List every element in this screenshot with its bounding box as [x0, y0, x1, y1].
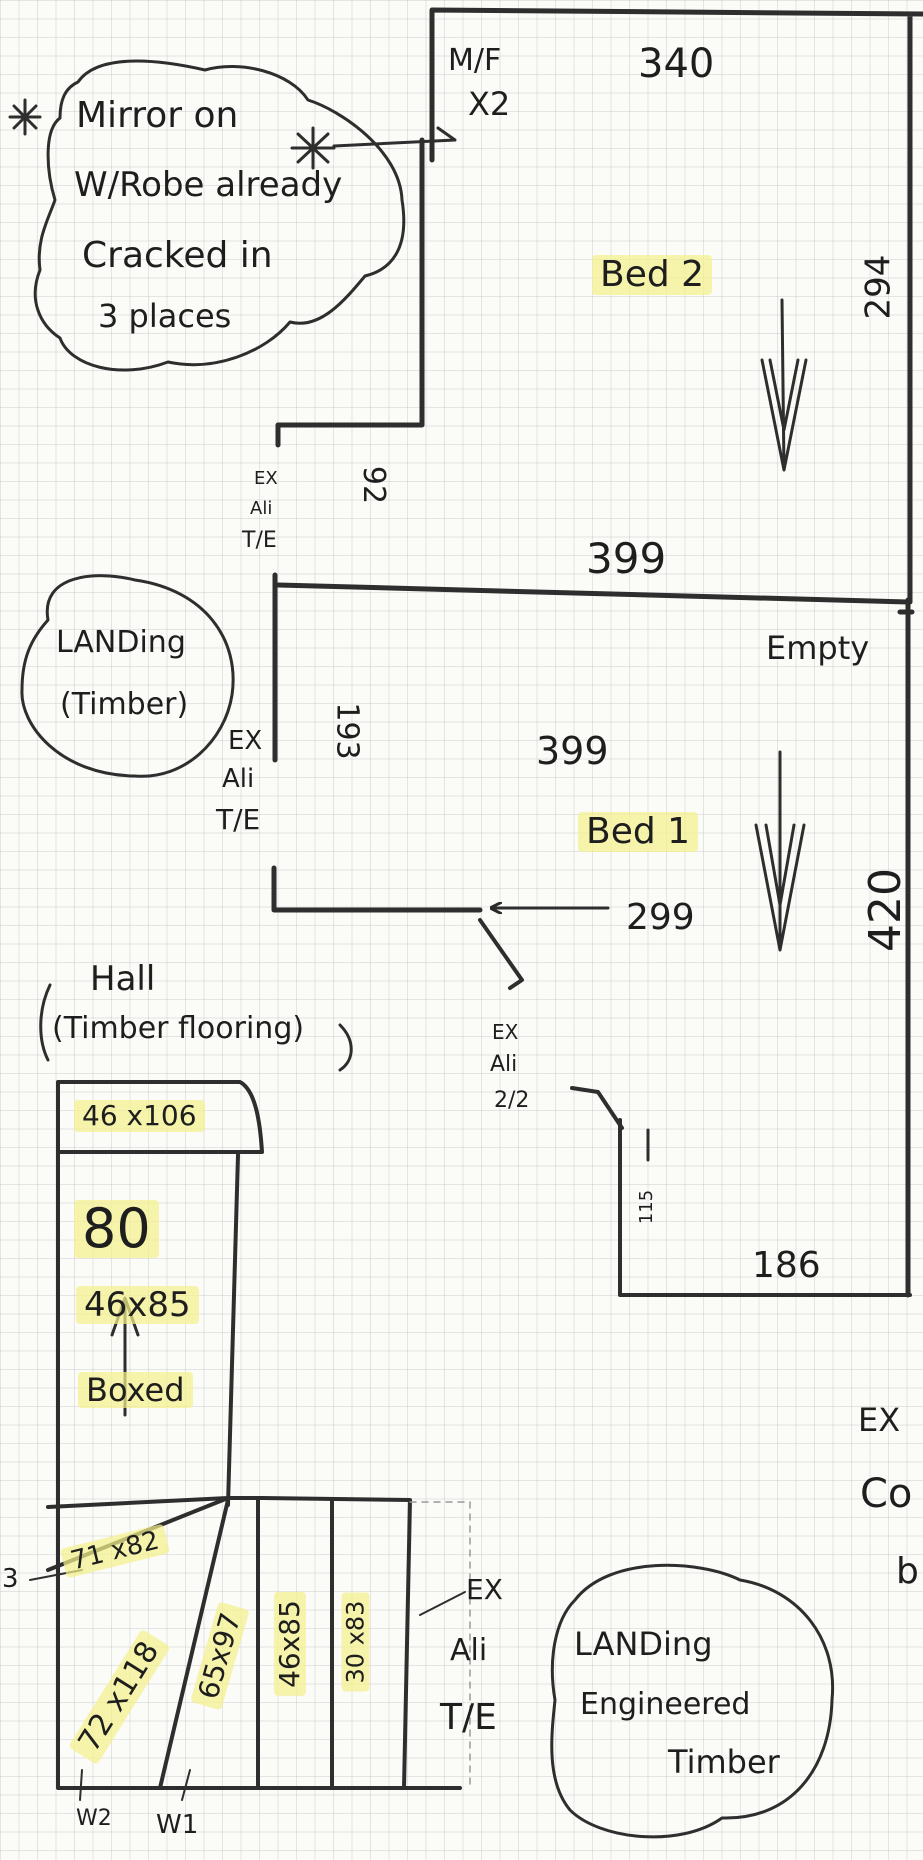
landing-trim-leader — [419, 1591, 466, 1616]
landing-timber-outline — [20, 574, 235, 778]
trim-stair-te: T/E — [440, 1697, 497, 1738]
landing-dashed-edge — [409, 1501, 471, 1789]
trim-stair-ali: Ali — [450, 1633, 488, 1668]
bed1-wall-left: 193 — [329, 702, 365, 760]
bed1-height-right: 420 — [859, 868, 911, 952]
edge-text-co: Co — [860, 1471, 913, 1517]
trim-upper-ex: EX — [254, 468, 278, 489]
note-line-3: Cracked in — [82, 235, 273, 276]
bed2-wall-outline — [275, 7, 923, 605]
note-cloud-outline — [33, 59, 406, 372]
bed1-status: Empty — [766, 629, 870, 667]
stair-top-tread: 46 x106 — [74, 1100, 205, 1132]
winder-w2-label: W2 — [76, 1806, 112, 1831]
edge-text-ex: EX — [858, 1401, 901, 1439]
bed1-step-small: 115 — [636, 1189, 658, 1225]
trim-stair-ex: EX — [466, 1573, 503, 1606]
bed1-bottom-wall — [618, 1118, 912, 1297]
bed1-direction-arrow — [754, 750, 806, 952]
stair-tread-right: 30 x83 — [341, 1592, 370, 1692]
hall-subtitle: (Timber flooring) — [52, 1011, 305, 1046]
bed1-top-wall — [275, 582, 911, 605]
landing-eng-line1: LANDing — [574, 1625, 713, 1663]
bed1-left-wall — [271, 572, 483, 913]
bed1-right-wall — [897, 597, 915, 1298]
winder-w2-leader — [79, 1769, 83, 1801]
trim-upper-ali: Ali — [250, 498, 273, 519]
door-swing — [478, 918, 524, 990]
bed2-name: Bed 2 — [592, 255, 713, 295]
stair-right-stringer — [46, 1153, 412, 1790]
trim-22-value: 2/2 — [494, 1088, 530, 1113]
stair-count: 80 — [74, 1200, 159, 1258]
edge-number: 3 — [2, 1564, 19, 1594]
trim-lower-ex: EX — [228, 726, 263, 756]
bed2-direction-arrow — [760, 298, 808, 472]
edge-text-b: b — [896, 1551, 919, 1592]
winder-lines — [158, 1498, 334, 1790]
bed2-width-top: 340 — [638, 41, 715, 87]
trim-22-ex: EX — [492, 1020, 519, 1044]
landing-timber-line2: (Timber) — [60, 687, 189, 722]
landing-eng-line3: Timber — [668, 1743, 780, 1781]
note-line-4: 3 places — [98, 297, 232, 335]
winder-w1-label: W1 — [156, 1810, 199, 1840]
trim-lower-ali: Ali — [222, 764, 255, 794]
mirror-asterisk-right — [290, 126, 336, 170]
bed2-mf-label: M/F — [448, 43, 502, 78]
hall-title: Hall — [90, 959, 156, 999]
door-swing-2 — [570, 1086, 624, 1130]
note-line-1: Mirror on — [76, 95, 239, 136]
trim-upper-te: T/E — [242, 528, 277, 553]
landing-eng-line2: Engineered — [580, 1687, 751, 1722]
bed2-width-bottom: 399 — [586, 534, 667, 583]
trim-lower-te: T/E — [216, 803, 261, 836]
bed1-width-top: 399 — [536, 729, 609, 773]
trim-22-ali: Ali — [490, 1052, 518, 1077]
landing-engineered-outline — [550, 1563, 835, 1839]
bed1-door-width: 299 — [626, 897, 695, 938]
bed2-wall-left: 92 — [356, 465, 392, 505]
bed1-name: Bed 1 — [578, 812, 699, 852]
stair-tread-size: 46x85 — [76, 1286, 199, 1324]
note-line-2: W/Robe already — [74, 165, 343, 205]
mirror-asterisk-left — [8, 98, 42, 136]
bed2-mf-count: X2 — [468, 85, 511, 123]
hall-bracket — [39, 983, 353, 1072]
stair-type: Boxed — [78, 1372, 193, 1408]
landing-timber-line1: LANDing — [56, 625, 186, 660]
stair-tread-mid: 46x85 — [273, 1592, 306, 1696]
stair-flight-outline — [56, 1080, 462, 1790]
bed2-height-right: 294 — [858, 254, 899, 320]
mirror-leader-line — [332, 126, 457, 148]
winder-w1-leader — [181, 1769, 191, 1801]
bed1-width-bottom: 186 — [752, 1245, 821, 1286]
